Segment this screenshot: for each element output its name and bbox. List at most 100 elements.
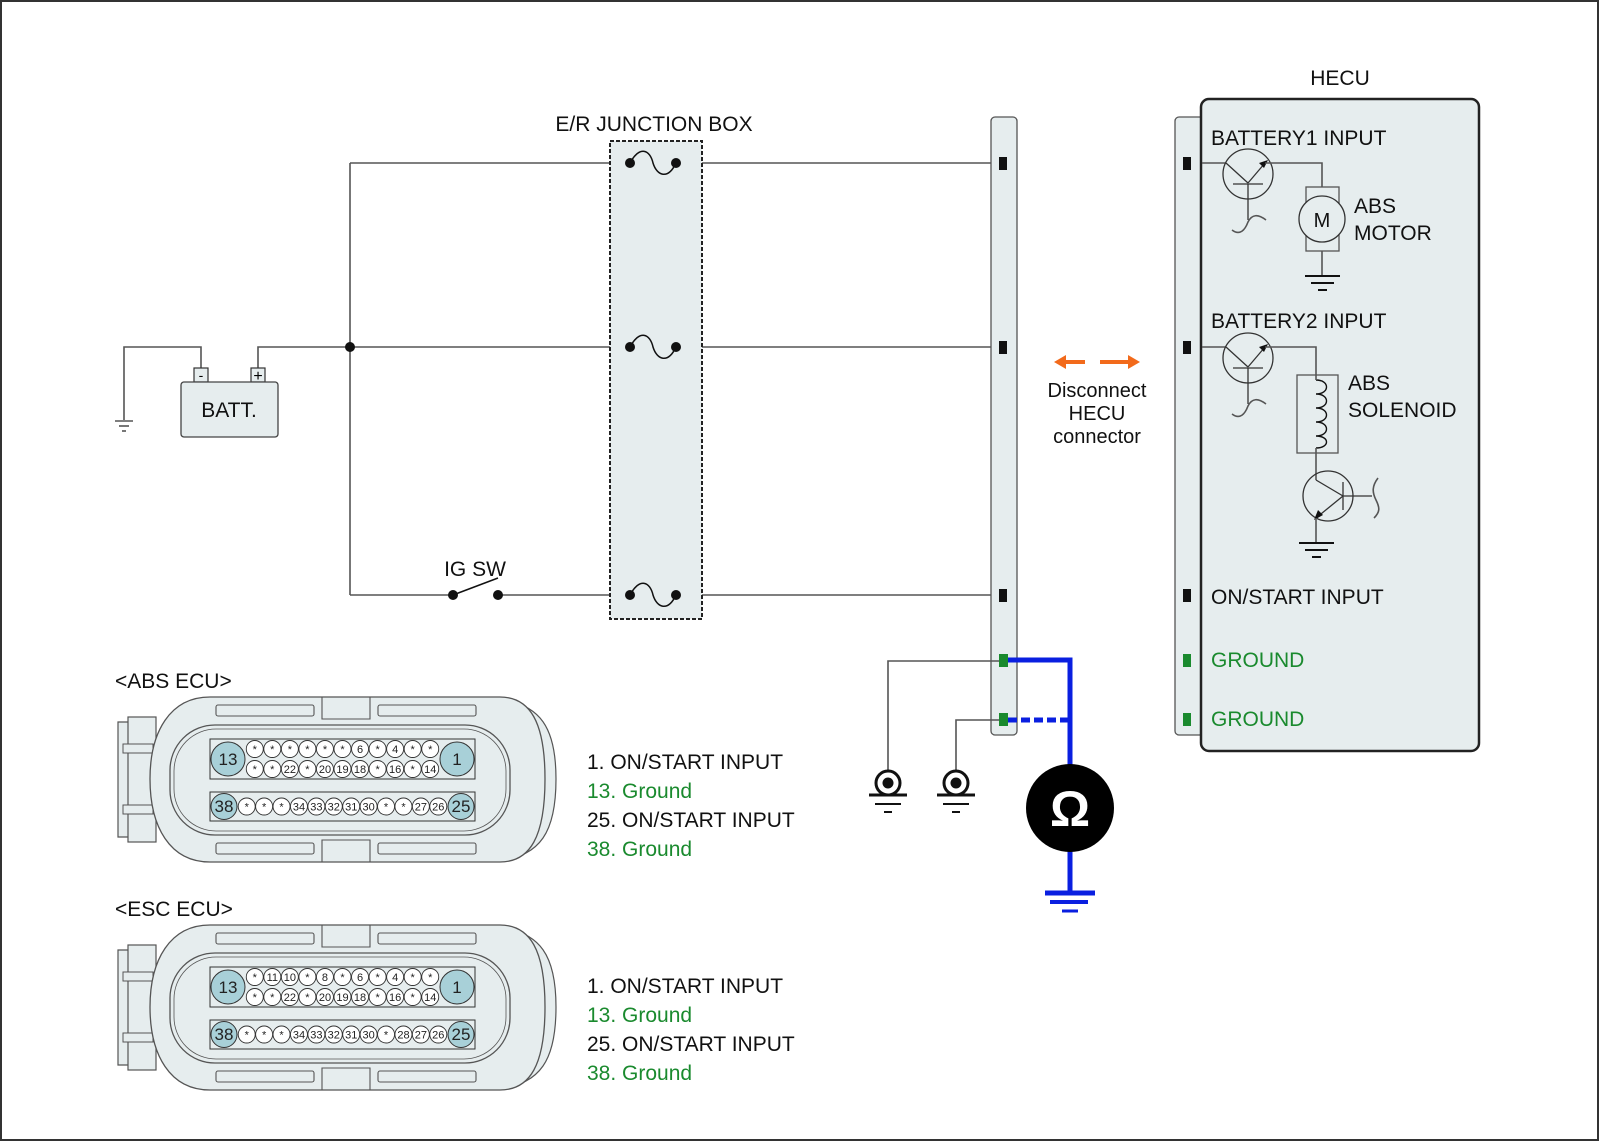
pin-label: 31 [345, 802, 357, 814]
on-start-input-label: ON/START INPUT [1211, 586, 1384, 609]
pin-label: 14 [424, 992, 436, 1004]
pin-cavity [403, 760, 422, 778]
pin-cavity [263, 968, 282, 986]
pin-cavity [263, 740, 282, 758]
pin-label: 32 [328, 802, 340, 814]
battery: - + BATT. [115, 346, 350, 438]
fuse-3 [625, 582, 681, 607]
disconnect-note: Disconnect HECU connector [1048, 355, 1147, 448]
chassis-ground-1-icon [869, 769, 907, 813]
pin-cavity [298, 740, 317, 758]
pin-label: * [375, 744, 380, 756]
hecu-ground-1-label: GROUND [1211, 649, 1304, 672]
pin-label: * [411, 764, 416, 776]
pin-label: 4 [392, 744, 398, 756]
esc-legend-item: 13. Ground [587, 1004, 692, 1027]
pin-label: * [245, 802, 250, 814]
ignition-switch: IG SW [444, 558, 506, 600]
pin-label: 19 [336, 764, 348, 776]
hecu-pin-on-start [1183, 589, 1191, 602]
pin-label: * [384, 802, 389, 814]
pin-cavity [316, 760, 334, 778]
rail [215, 842, 315, 855]
junction-box-outline [609, 140, 703, 620]
pin-cavity [333, 740, 352, 758]
pin-label: 34 [293, 802, 305, 814]
pin-label: * [340, 744, 345, 756]
disconnect-note-line2: HECU [1069, 403, 1126, 425]
disconnect-note-line1: Disconnect [1048, 380, 1147, 402]
pin-cavity [263, 988, 282, 1006]
motor-symbol: M [1314, 210, 1331, 232]
battery-negative-label: - [199, 367, 204, 383]
hecu-pin-ground-1 [1183, 654, 1191, 667]
pin-label: 18 [354, 992, 366, 1004]
pin-label: * [245, 1030, 250, 1042]
pin-label: * [375, 992, 380, 1004]
pin-label: 28 [397, 1030, 409, 1042]
battery2-input-label: BATTERY2 INPUT [1211, 310, 1387, 333]
battery1-input-label: BATTERY1 INPUT [1211, 127, 1387, 150]
hecu-body [1199, 97, 1481, 753]
chassis-ground-2-icon [937, 769, 975, 813]
pin-label: 25 [452, 797, 471, 816]
pin-cavity [280, 740, 299, 758]
hecu: HECU BATTERY1 INPUT M [1174, 67, 1481, 753]
pin-label: 20 [319, 992, 331, 1004]
junction-box: E/R JUNCTION BOX [555, 113, 753, 620]
pin-cavity [368, 968, 387, 986]
meter-ground-icon [1045, 890, 1095, 913]
pin-cavity [263, 760, 282, 778]
junction-box-title: E/R JUNCTION BOX [555, 113, 752, 136]
chassis-ground-wires [869, 660, 999, 813]
pin-label: * [253, 972, 258, 984]
pin-cavity [403, 740, 422, 758]
pin-label: 6 [357, 744, 363, 756]
pin-label: * [270, 764, 275, 776]
abs-motor-icon: M [1298, 186, 1346, 291]
pin-label: * [279, 802, 284, 814]
pin-cavity-large [439, 969, 475, 1005]
pin-label: 14 [424, 764, 436, 776]
pin-label: * [428, 744, 433, 756]
hecu-pin-ground-2 [1183, 713, 1191, 726]
pin-label: 6 [357, 972, 363, 984]
pin-label: * [305, 764, 310, 776]
key-notch [321, 697, 371, 720]
pin-label: 26 [432, 802, 444, 814]
pin-cavity [280, 968, 299, 986]
latch-slot [122, 1032, 154, 1043]
pin-label: * [375, 972, 380, 984]
hecu-ground-2-label: GROUND [1211, 708, 1304, 731]
harness-pin-ground-1 [999, 654, 1008, 667]
hecu-title: HECU [1310, 67, 1370, 90]
motor-driver-transistor-icon [1202, 148, 1323, 234]
pin-label: 25 [452, 1025, 471, 1044]
abs-legend-item: 25. ON/START INPUT [587, 809, 795, 832]
pin-label: * [253, 992, 258, 1004]
pin-label: * [305, 992, 310, 1004]
pin-cavity [298, 968, 317, 986]
key-notch [321, 925, 371, 948]
pin-label: 20 [319, 764, 331, 776]
pin-cavity [351, 968, 369, 986]
harness-connector [990, 116, 1018, 736]
pin-label: 16 [389, 764, 401, 776]
abs-ecu-legend: 1. ON/START INPUT 13. Ground 25. ON/STAR… [587, 751, 795, 861]
pin-label: * [270, 992, 275, 1004]
pin-label: 33 [310, 802, 322, 814]
pin-label: * [411, 972, 416, 984]
pin-cavity [245, 988, 264, 1006]
pin-cavity [333, 968, 352, 986]
pin-cavity [280, 988, 299, 1006]
ground-symbol-icon [115, 420, 133, 432]
pin-label: * [428, 972, 433, 984]
pin-cavity-large [447, 793, 475, 820]
inner-seal-line [173, 728, 507, 832]
pin-label: 13 [219, 978, 238, 997]
fuse-1 [625, 150, 681, 175]
pin-cavity [298, 760, 317, 778]
